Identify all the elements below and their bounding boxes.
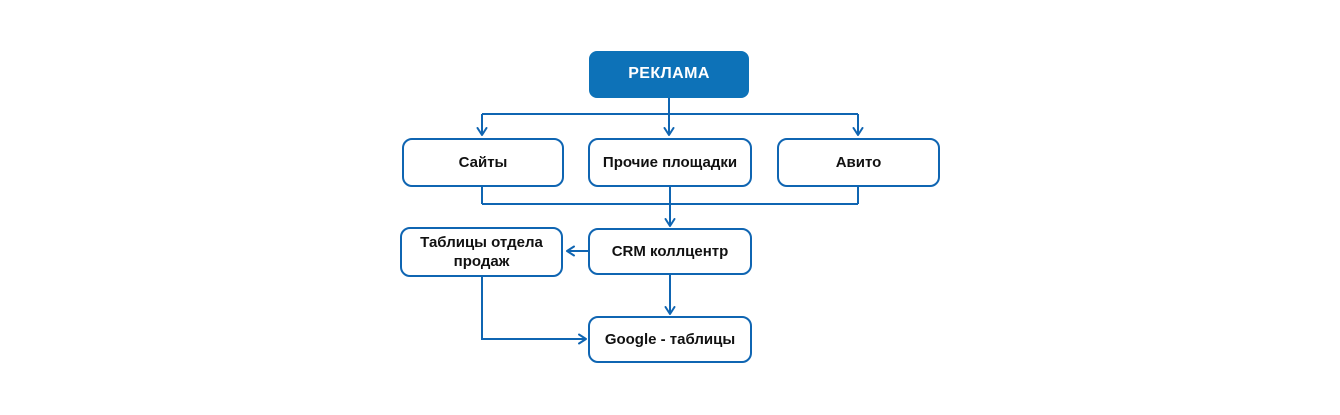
node-crm-kollcentr: CRM коллцентр	[588, 228, 752, 275]
edge-tablicy-to-google	[481, 277, 587, 345]
node-crm-kollcentr-label: CRM коллцентр	[611, 242, 729, 260]
node-tablicy-otdela-prodazh: Таблицы отдела продаж	[400, 227, 563, 277]
node-google-tablicy: Google - таблицы	[588, 316, 752, 363]
node-avito-label: Авито	[835, 153, 882, 171]
node-prochie-ploshchadki-label: Прочие площадки	[602, 153, 738, 171]
node-google-tablicy-label: Google - таблицы	[604, 330, 736, 348]
node-prochie-ploshchadki: Прочие площадки	[588, 138, 752, 187]
node-reklama-label: РЕКЛАМА	[628, 65, 710, 83]
node-avito: Авито	[777, 138, 940, 187]
edge-group	[476, 98, 864, 345]
node-tablicy-otdela-prodazh-label: Таблицы отдела продаж	[420, 233, 543, 271]
node-sajty: Сайты	[402, 138, 564, 187]
node-reklama: РЕКЛАМА	[589, 51, 749, 98]
node-sajty-label: Сайты	[458, 153, 508, 171]
